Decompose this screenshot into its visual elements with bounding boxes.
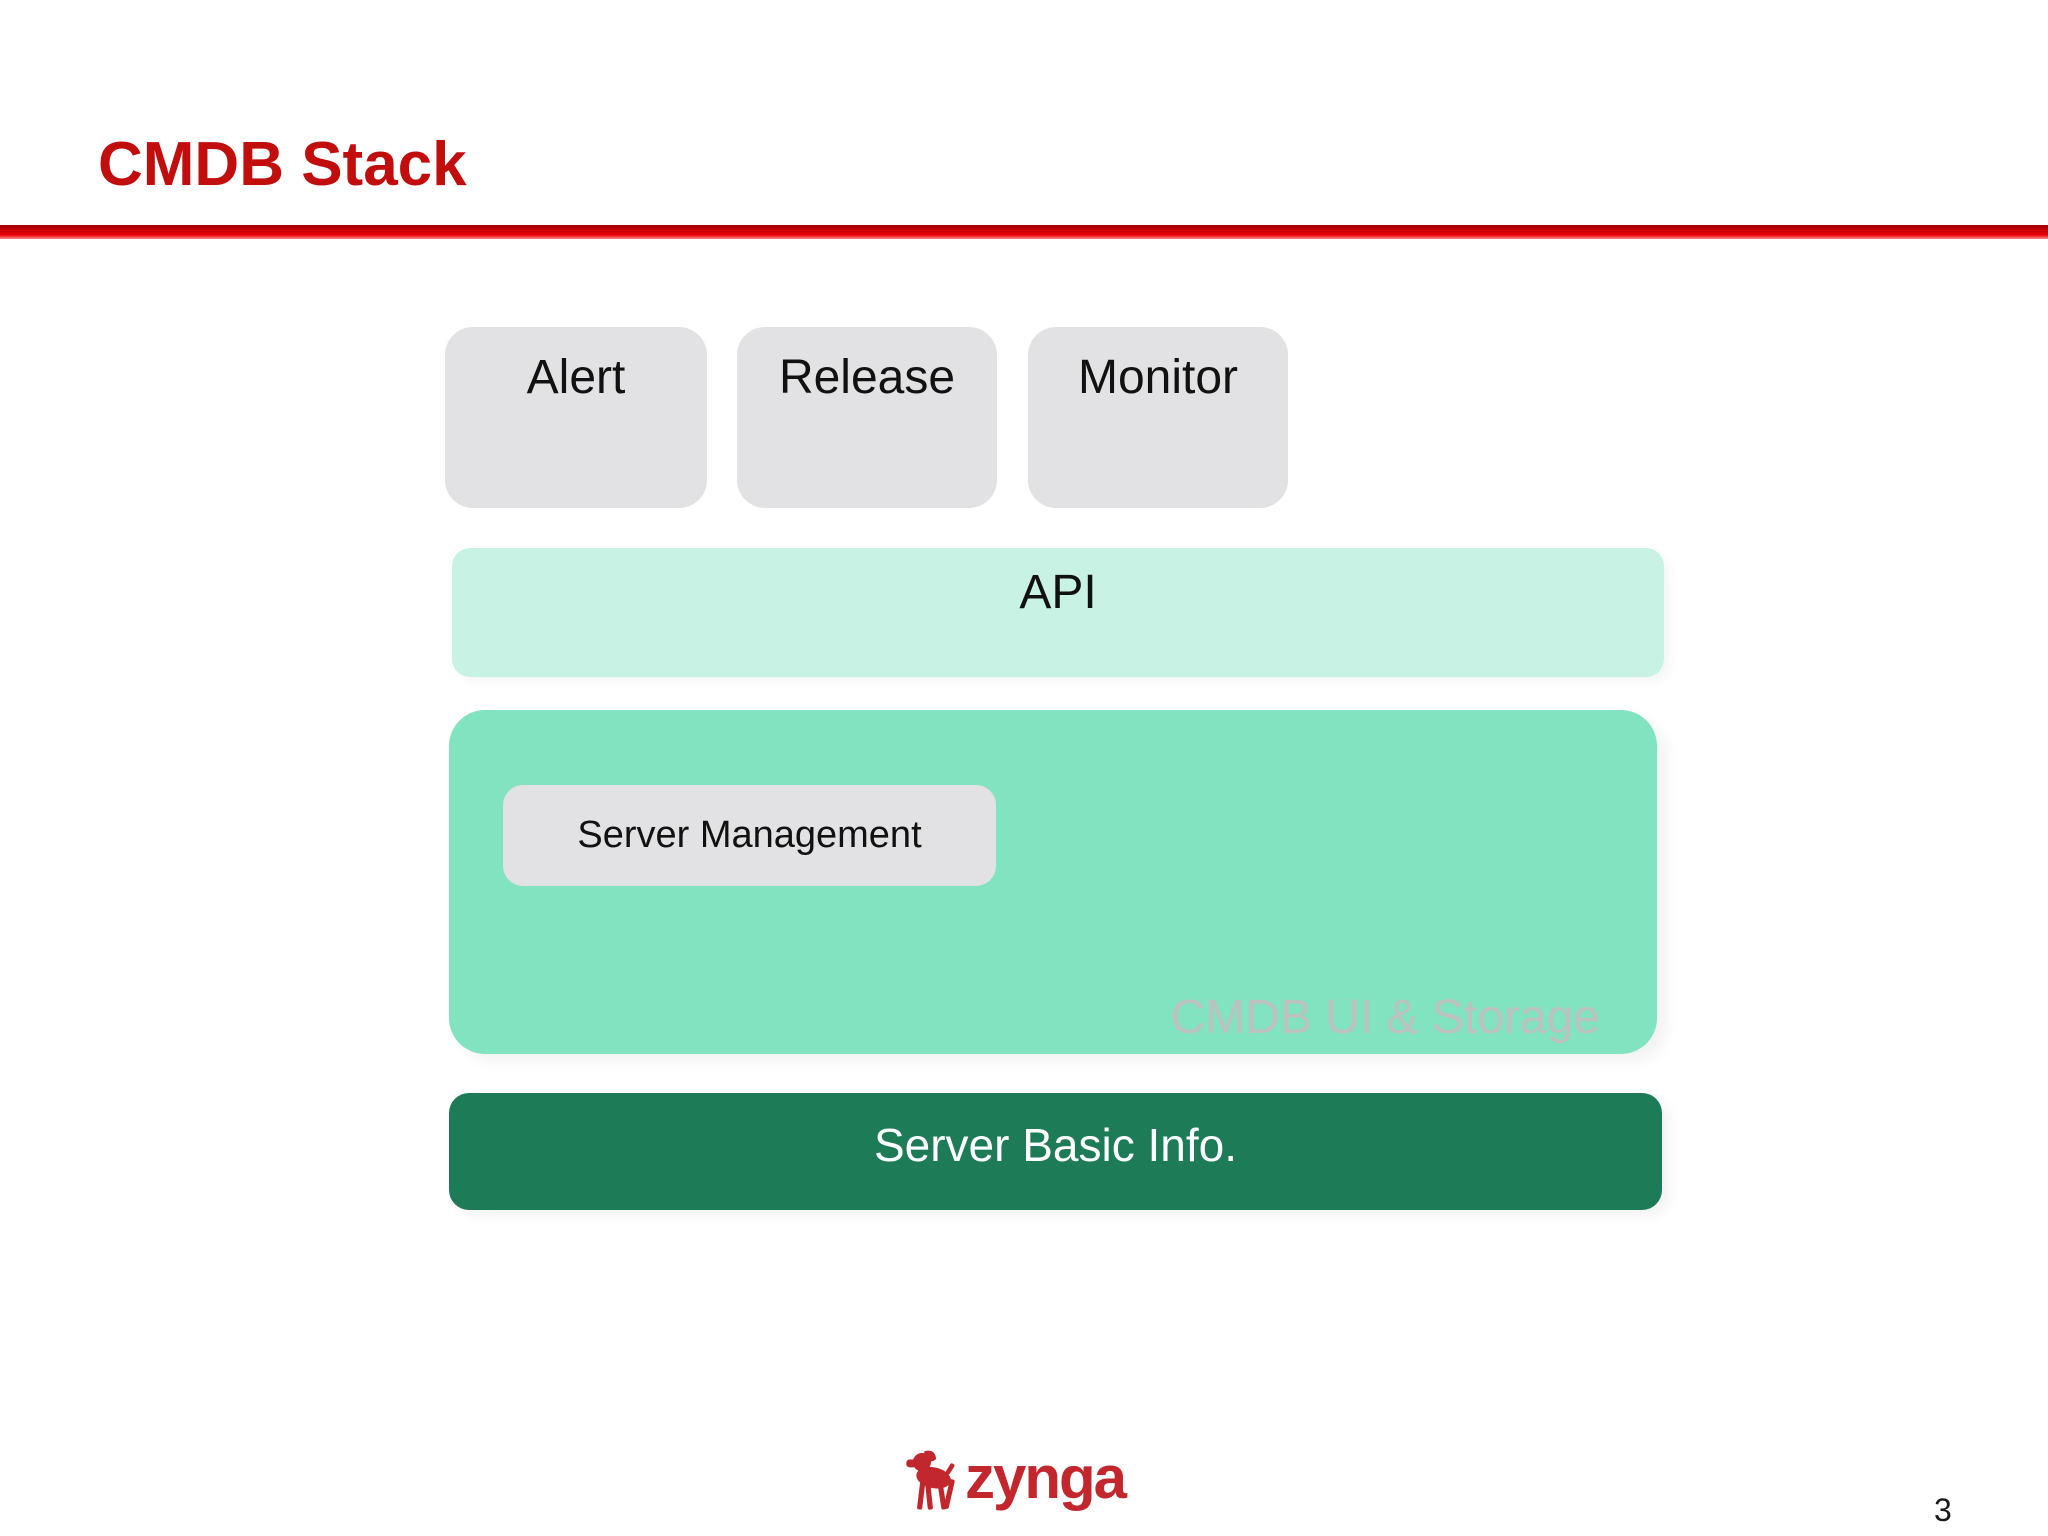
api-layer-label: API <box>1019 566 1097 619</box>
zynga-logo: zynga <box>905 1444 1127 1514</box>
api-layer-box: API <box>452 548 1664 677</box>
stack-box-monitor-label: Monitor <box>1077 351 1239 404</box>
stack-box-alert-label: Alert <box>526 351 626 404</box>
page-number: 3 <box>1934 1492 1952 1528</box>
stack-box-monitor: Monitor <box>1028 327 1288 508</box>
stack-box-release: Release <box>737 327 997 508</box>
server-basic-info-box: Server Basic Info. <box>449 1093 1662 1210</box>
zynga-dog-icon <box>906 1450 955 1510</box>
cmdb-ui-storage-watermark: CMDB UI & Storage <box>1170 991 1600 1044</box>
stack-box-alert: Alert <box>445 327 707 508</box>
cmdb-ui-storage-panel: Server Management CMDB UI & Storage <box>449 710 1657 1054</box>
server-management-box: Server Management <box>503 785 996 886</box>
zynga-wordmark: zynga <box>965 1444 1127 1511</box>
title-rule <box>0 225 2048 239</box>
server-basic-info-label: Server Basic Info. <box>873 1119 1238 1171</box>
stack-box-release-label: Release <box>778 351 956 404</box>
page-title: CMDB Stack <box>98 130 467 199</box>
server-management-label: Server Management <box>577 814 922 856</box>
